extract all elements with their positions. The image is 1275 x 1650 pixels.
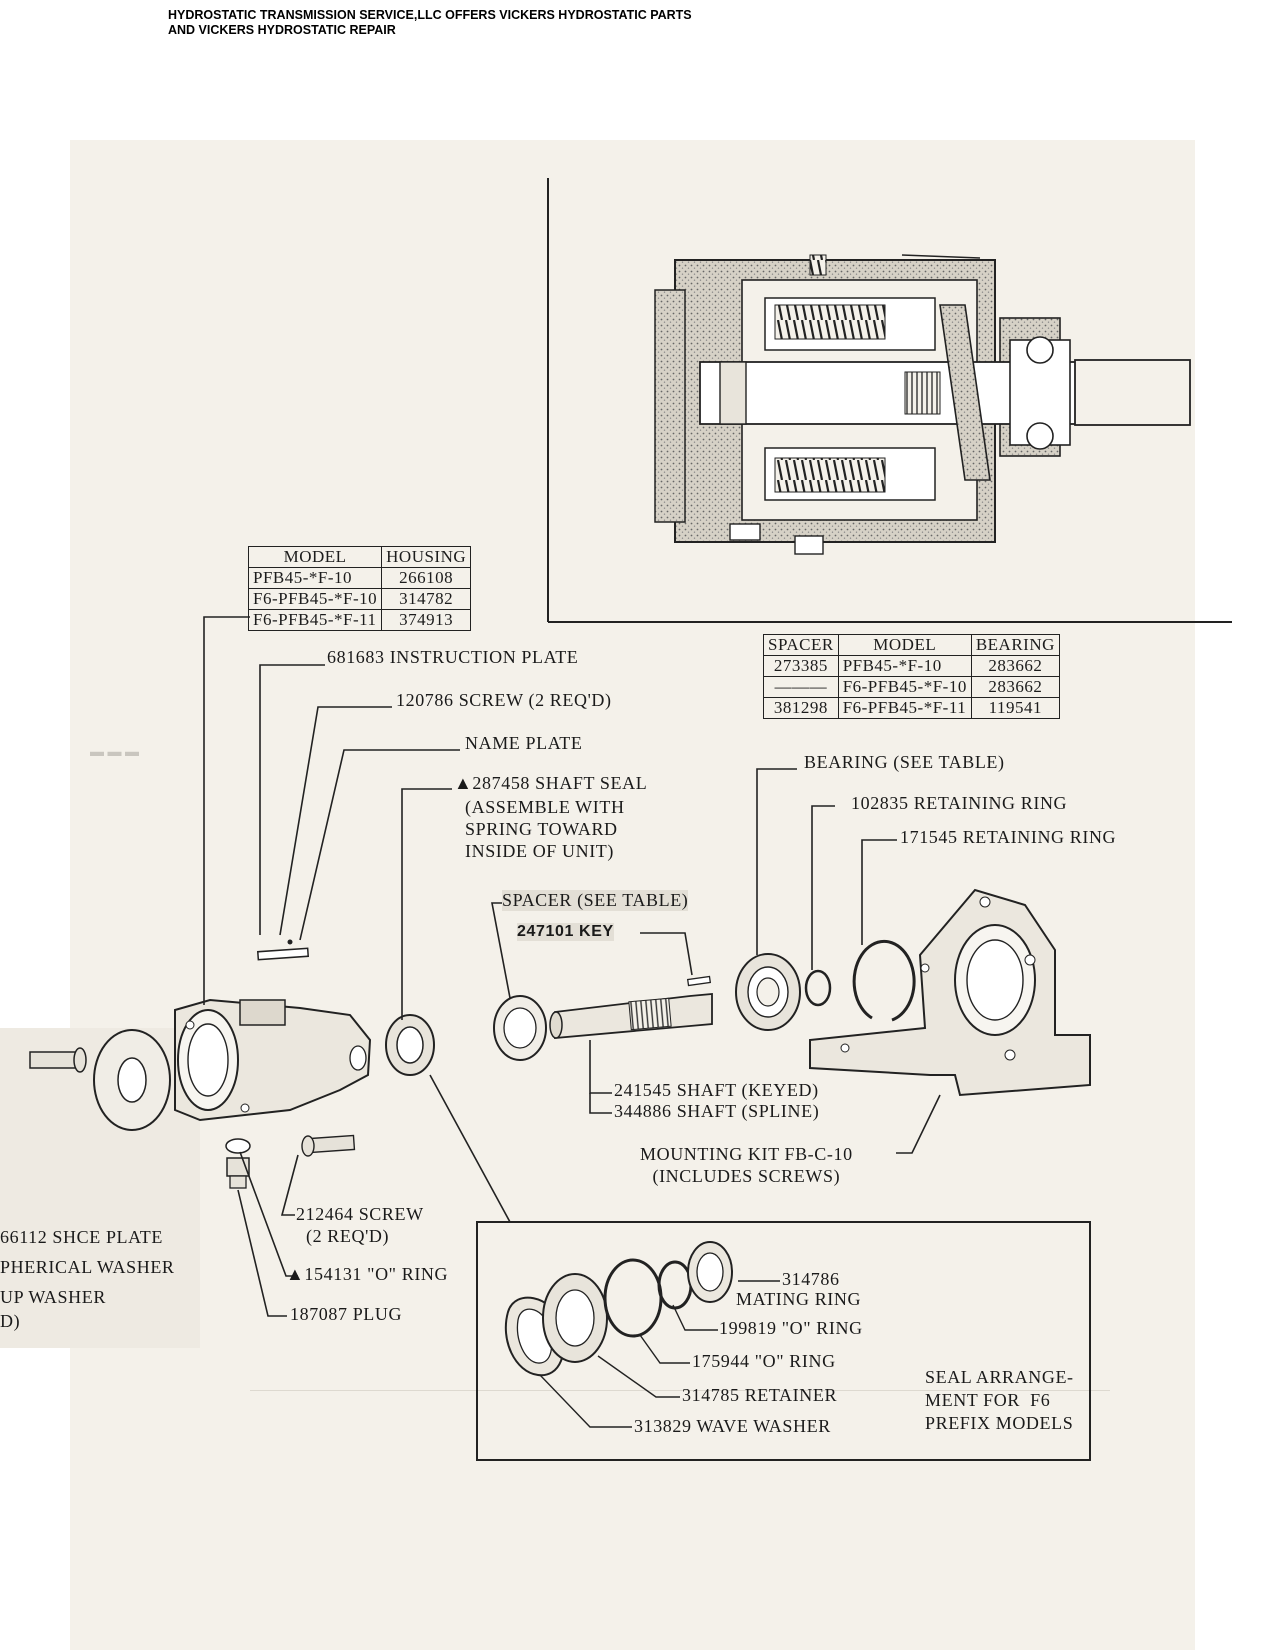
- table-cell: 283662: [970, 676, 1060, 698]
- caption-line: PREFIX MODELS: [925, 1413, 1074, 1433]
- header-line-1: HYDROSTATIC TRANSMISSION SERVICE,LLC OFF…: [168, 8, 692, 22]
- label-screw-120786: 120786 SCREW (2 REQ'D): [396, 690, 612, 710]
- label-line: UP WASHER: [0, 1287, 106, 1307]
- label-line: MOUNTING KIT FB-C-10: [640, 1144, 853, 1164]
- caption-line: MENT FOR F6: [925, 1390, 1051, 1410]
- label-wave-washer: 313829 WAVE WASHER: [634, 1416, 831, 1436]
- mounting-kit-part: [809, 888, 1091, 1097]
- shaft-seal-part: [385, 1014, 435, 1076]
- label-o-ring-154131: ▲154131 "O" RING: [286, 1264, 449, 1284]
- table-row: F6-PFB45-*F-10 314782: [247, 588, 472, 610]
- label-line: 212464 SCREW: [296, 1204, 424, 1224]
- pump-cross-section: [654, 254, 1191, 555]
- label-shaft-spline: 344886 SHAFT (SPLINE): [614, 1101, 820, 1121]
- pump-housing: [174, 998, 372, 1122]
- label-retaining-ring-102835: 102835 RETAINING RING: [851, 793, 1068, 813]
- shaft-part: [549, 975, 713, 1039]
- table-row: ——— F6-PFB45-*F-10 283662: [763, 676, 1060, 698]
- table-cell: 381298: [763, 697, 839, 719]
- table-row: 381298 F6-PFB45-*F-11 119541: [763, 697, 1060, 719]
- label-o-ring-175944: 175944 "O" RING: [692, 1351, 836, 1371]
- table-cell: 266108: [381, 567, 472, 589]
- left-cut-labels: 66112 SHCE PLATE PHERICAL WASHER UP WASH…: [0, 1222, 175, 1336]
- label-screw-212464: 212464 SCREW (2 REQ'D): [296, 1203, 424, 1247]
- label-key: 247101 KEY: [517, 923, 614, 941]
- label-line: (2 REQ'D): [306, 1226, 390, 1246]
- label-spacer: SPACER (SEE TABLE): [502, 890, 689, 911]
- label-line: MATING RING: [736, 1289, 862, 1309]
- table-cell: 273385: [763, 655, 839, 677]
- leader-lines: [203, 616, 941, 1317]
- label-retainer: 314785 RETAINER: [682, 1385, 838, 1405]
- label-retaining-ring-171545: 171545 RETAINING RING: [900, 827, 1117, 847]
- plug-and-screw-parts: [225, 1134, 356, 1189]
- caption-line: SEAL ARRANGE-: [925, 1367, 1074, 1387]
- label-mating-ring: 314786 MATING RING: [736, 1269, 861, 1309]
- housing-table-header: MODEL: [247, 546, 383, 568]
- table-cell: F6-PFB45-*F-10: [247, 588, 383, 610]
- table-cell: F6-PFB45-*F-11: [247, 609, 383, 631]
- label-line: 66112 SHCE PLATE: [0, 1227, 163, 1247]
- table-row: 273385 PFB45-*F-10 283662: [763, 655, 1060, 677]
- seal-box-caption: SEAL ARRANGE- MENT FOR F6 PREFIX MODELS: [925, 1366, 1074, 1435]
- table-cell: 314782: [381, 588, 472, 610]
- table-cell: PFB45-*F-10: [247, 567, 383, 589]
- name-plate-parts: [256, 939, 310, 961]
- label-name-plate: NAME PLATE: [465, 733, 583, 753]
- table-cell: PFB45-*F-10: [837, 655, 972, 677]
- table-cell: 283662: [970, 655, 1060, 677]
- label-line: PHERICAL WASHER: [0, 1257, 175, 1277]
- retaining-ring-parts: [804, 939, 916, 1022]
- label-plug: 187087 PLUG: [290, 1304, 403, 1324]
- table-cell: 374913: [381, 609, 472, 631]
- note-line: INSIDE OF UNIT): [465, 841, 614, 861]
- bleed-through-mark: ▬ ▬ ▬: [90, 745, 139, 760]
- label-line: 314786: [782, 1269, 840, 1289]
- table-cell: F6-PFB45-*F-11: [837, 697, 972, 719]
- label-shaft-seal-note: (ASSEMBLE WITH SPRING TOWARD INSIDE OF U…: [465, 796, 625, 862]
- label-line: (INCLUDES SCREWS): [652, 1166, 841, 1186]
- bearing-table-header: MODEL: [837, 634, 972, 656]
- label-mounting-kit: MOUNTING KIT FB-C-10 (INCLUDES SCREWS): [640, 1143, 853, 1187]
- header-line-2: AND VICKERS HYDROSTATIC REPAIR: [168, 23, 396, 37]
- label-o-ring-199819: 199819 "O" RING: [719, 1318, 863, 1338]
- housing-table-header: HOUSING: [381, 546, 472, 568]
- label-line: D): [0, 1311, 21, 1331]
- label-shaft-seal: ▲287458 SHAFT SEAL: [454, 773, 648, 793]
- spacer-part: [493, 995, 547, 1061]
- bearing-table: SPACER MODEL BEARING 273385 PFB45-*F-10 …: [763, 634, 1060, 719]
- table-row: PFB45-*F-10 266108: [247, 567, 472, 589]
- table-cell: 119541: [970, 697, 1060, 719]
- left-stub-parts: [29, 1029, 171, 1131]
- bleed-through-mark: [250, 1390, 1110, 1451]
- table-cell: F6-PFB45-*F-10: [837, 676, 972, 698]
- label-instruction-plate: 681683 INSTRUCTION PLATE: [327, 647, 579, 667]
- bearing-table-header: SPACER: [763, 634, 839, 656]
- table-row: F6-PFB45-*F-11 374913: [247, 609, 472, 631]
- note-line: SPRING TOWARD: [465, 819, 618, 839]
- note-line: (ASSEMBLE WITH: [465, 797, 625, 817]
- label-bearing: BEARING (SEE TABLE): [804, 752, 1005, 772]
- table-cell: ———: [763, 676, 839, 698]
- label-shaft-keyed: 241545 SHAFT (KEYED): [614, 1080, 819, 1100]
- page-header: HYDROSTATIC TRANSMISSION SERVICE,LLC OFF…: [168, 8, 692, 38]
- bearing-part: [735, 953, 801, 1031]
- cross-section-frame: [547, 178, 1232, 623]
- bearing-table-header: BEARING: [970, 634, 1060, 656]
- housing-table: MODEL HOUSING PFB45-*F-10 266108 F6-PFB4…: [247, 546, 472, 631]
- seal-arrangement-box: [476, 1221, 1091, 1461]
